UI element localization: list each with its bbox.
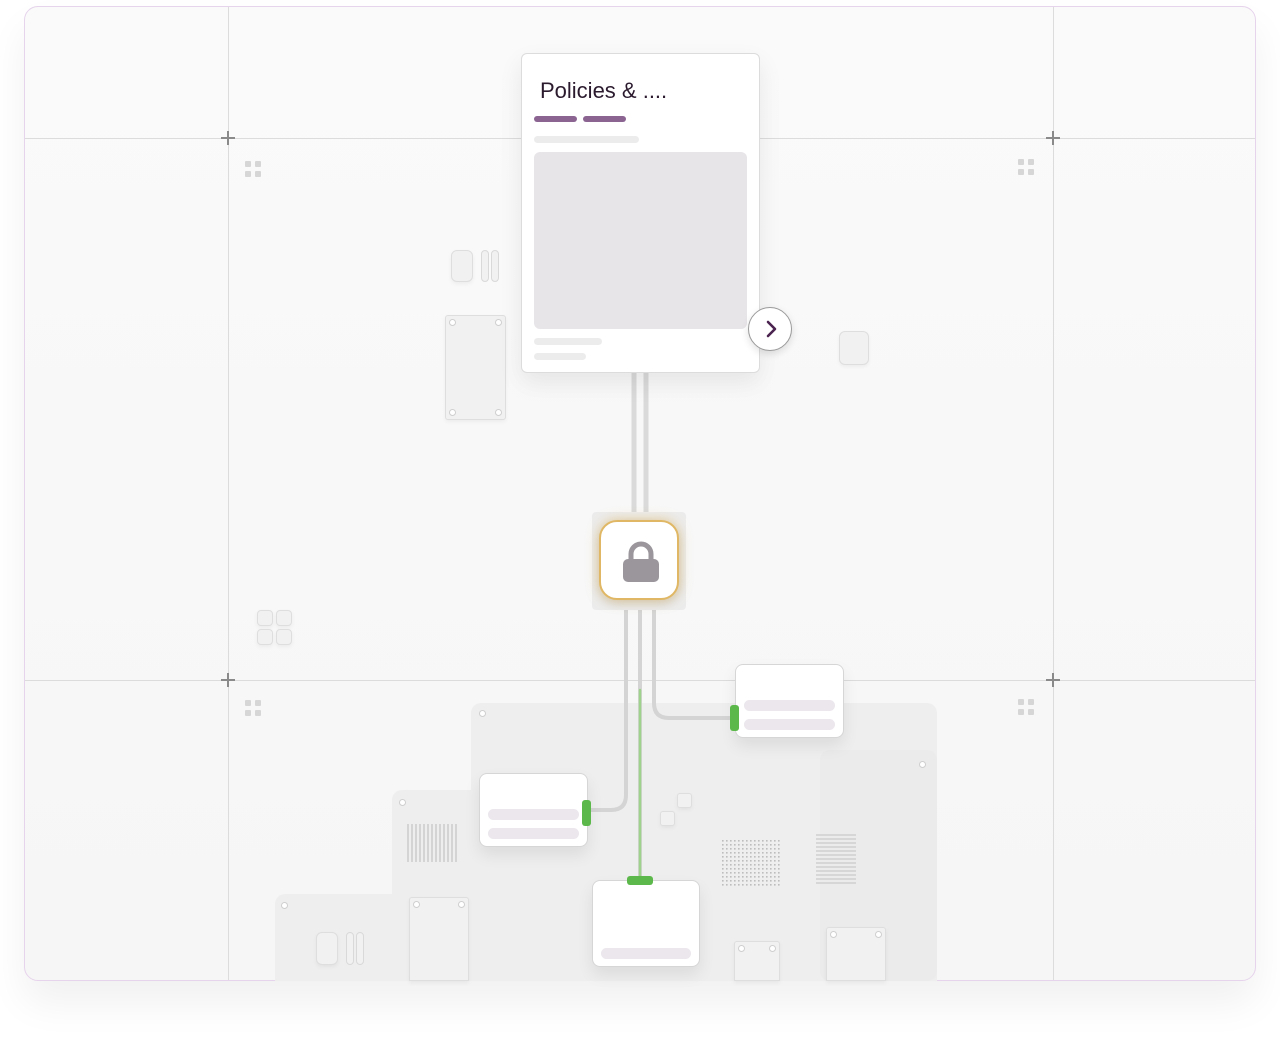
crosshair-icon	[221, 673, 235, 687]
placeholder-text-line	[744, 719, 835, 730]
grid-line	[228, 7, 229, 980]
component-board	[826, 927, 886, 981]
crosshair-icon	[1046, 673, 1060, 687]
chevron-right-icon	[766, 320, 777, 338]
component-chip	[316, 932, 338, 965]
placeholder-text-line	[488, 809, 579, 820]
component-chip	[276, 629, 292, 645]
dots-grid-icon	[1018, 699, 1034, 715]
component-pin	[491, 250, 499, 282]
placeholder-text-line	[488, 828, 579, 839]
next-button[interactable]	[748, 307, 792, 351]
placeholder-text-line	[534, 338, 602, 345]
component-pin	[356, 932, 364, 965]
grid-line	[1053, 7, 1054, 980]
component-pin	[346, 932, 354, 965]
vent-grille	[816, 834, 856, 884]
crosshair-icon	[221, 131, 235, 145]
output-node-right[interactable]	[735, 664, 844, 738]
output-node-left[interactable]	[479, 773, 588, 847]
component-pin	[481, 250, 489, 282]
screw	[919, 761, 926, 768]
screw	[479, 710, 486, 717]
policies-document-card[interactable]: Policies & ....	[521, 53, 760, 373]
document-tag	[583, 116, 626, 122]
component-board	[409, 897, 469, 981]
component-chip	[451, 250, 473, 282]
component-chip	[660, 811, 675, 826]
screw	[281, 902, 288, 909]
document-title: Policies & ....	[540, 78, 668, 103]
lock-icon	[623, 541, 659, 582]
component-board	[734, 941, 780, 981]
document-tag	[534, 116, 577, 122]
dots-grid-icon	[245, 700, 261, 716]
output-node-bottom[interactable]	[592, 880, 700, 967]
placeholder-text-line	[601, 948, 691, 959]
component-chip	[257, 610, 273, 626]
connection-port	[582, 800, 591, 826]
component-chip	[839, 331, 869, 365]
dots-grid-icon	[245, 161, 261, 177]
placeholder-text-line	[744, 700, 835, 711]
component-board	[445, 315, 506, 420]
dot-matrix-pattern	[722, 840, 780, 886]
connection-port	[627, 876, 653, 885]
lock-node[interactable]	[599, 520, 679, 600]
screw	[399, 799, 406, 806]
component-chip	[257, 629, 273, 645]
placeholder-text-line	[534, 353, 586, 360]
component-chip	[677, 793, 692, 808]
connection-port	[730, 705, 739, 731]
placeholder-text-line	[534, 136, 639, 143]
document-preview-image	[534, 152, 747, 329]
component-chip	[276, 610, 292, 626]
dots-grid-icon	[1018, 159, 1034, 175]
crosshair-icon	[1046, 131, 1060, 145]
vent-grille	[407, 824, 457, 862]
